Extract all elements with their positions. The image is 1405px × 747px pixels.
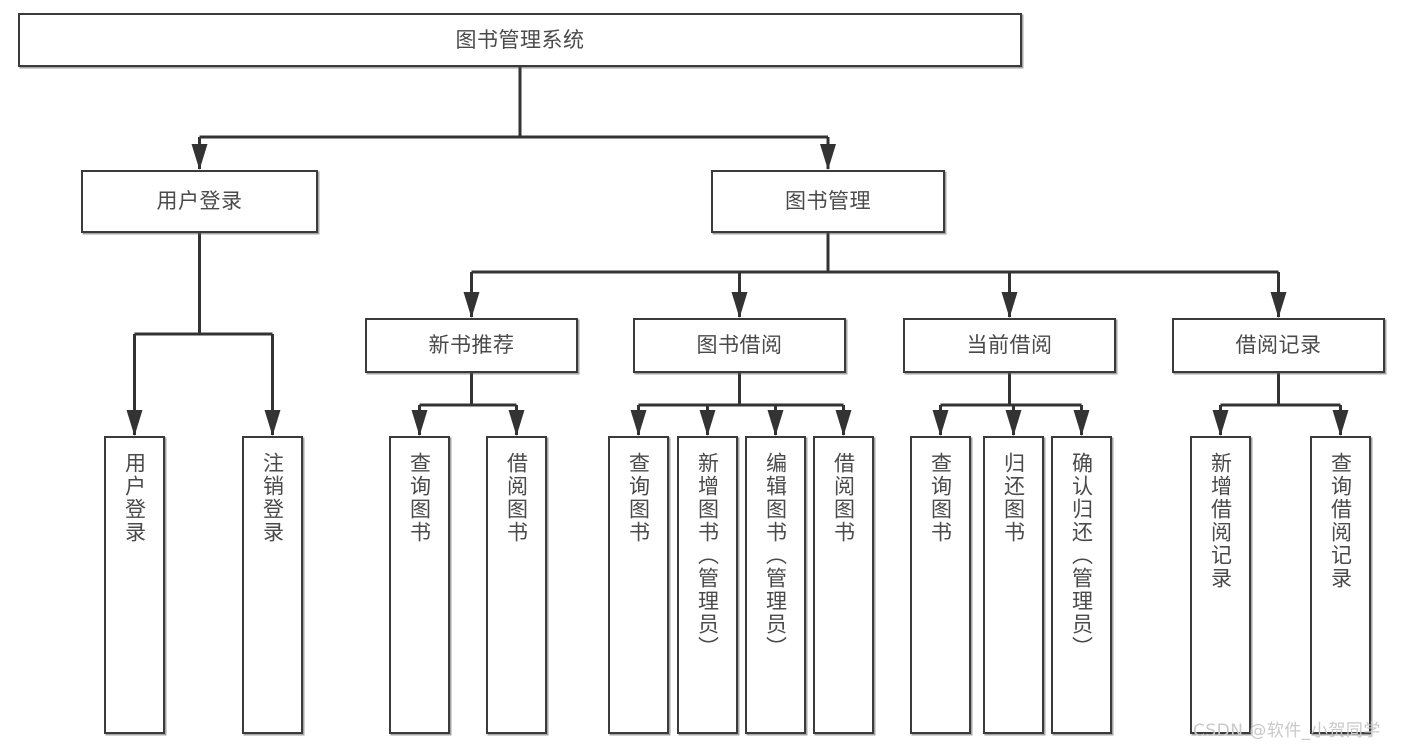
node-label: 图书管理系统 [455, 27, 585, 52]
node-cur-return: 归还图书 [983, 436, 1044, 734]
node-label: 归还图书 [1001, 452, 1026, 544]
node-label: 新书推荐 [428, 333, 515, 358]
csdn-watermark: CSDN @软件_小贺同学 [1193, 721, 1381, 741]
node-nb-borrow: 借阅图书 [486, 436, 547, 734]
node-current: 当前借阅 [903, 318, 1116, 373]
node-bw-borrow: 借阅图书 [813, 436, 874, 734]
node-label: 编辑图书（管理员） [763, 452, 788, 659]
node-label: 用户登录 [156, 189, 243, 214]
node-bw-add: 新增图书（管理员） [677, 436, 738, 734]
node-rec-add: 新增借阅记录 [1190, 436, 1251, 734]
node-root: 图书管理系统 [18, 13, 1022, 67]
node-login-in: 用户登录 [104, 436, 165, 734]
node-login: 用户登录 [81, 170, 318, 233]
node-records: 借阅记录 [1172, 318, 1385, 373]
node-label: 查询图书 [407, 452, 432, 544]
node-bw-edit: 编辑图书（管理员） [745, 436, 806, 734]
node-label: 当前借阅 [966, 333, 1053, 358]
node-label: 确认归还（管理员） [1069, 452, 1094, 659]
node-cur-confirm: 确认归还（管理员） [1051, 436, 1112, 734]
node-label: 注销登录 [260, 452, 285, 544]
node-borrow: 图书借阅 [633, 318, 846, 373]
node-label: 借阅记录 [1235, 333, 1322, 358]
node-cur-query: 查询图书 [910, 436, 971, 734]
node-newbook: 新书推荐 [365, 318, 578, 373]
node-nb-query: 查询图书 [389, 436, 450, 734]
node-label: 查询图书 [928, 452, 953, 544]
node-bw-query: 查询图书 [608, 436, 669, 734]
node-label: 查询图书 [626, 452, 651, 544]
node-label: 图书借阅 [696, 333, 783, 358]
node-login-out: 注销登录 [242, 436, 303, 734]
node-label: 借阅图书 [504, 452, 529, 544]
node-rec-query: 查询借阅记录 [1310, 436, 1371, 734]
node-label: 新增图书（管理员） [695, 452, 720, 659]
node-label: 查询借阅记录 [1328, 452, 1353, 590]
node-label: 新增借阅记录 [1208, 452, 1233, 590]
node-bookmgmt: 图书管理 [711, 170, 945, 233]
node-label: 用户登录 [122, 452, 147, 544]
node-label: 图书管理 [785, 189, 871, 214]
node-label: 借阅图书 [831, 452, 856, 544]
